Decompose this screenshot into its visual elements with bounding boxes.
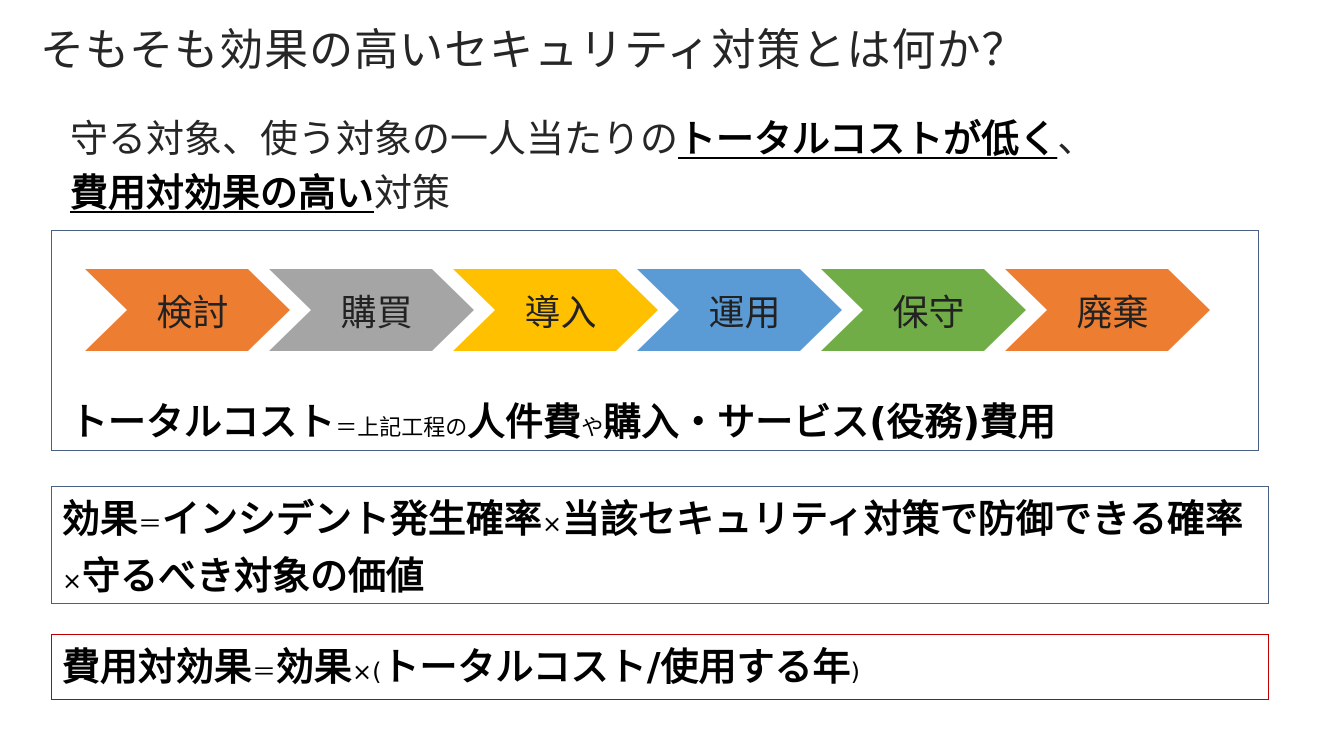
cost-effect-times: ×( <box>352 658 382 686</box>
chevron-fill <box>821 269 1026 351</box>
cost-effectiveness-definition: 費用対効果＝効果×(トータルコスト/使用する年) <box>62 641 860 698</box>
chevron-fill <box>1005 269 1210 351</box>
process-step: 廃棄 <box>1005 269 1210 351</box>
total-cost-item-labor: 人件費 <box>467 400 582 444</box>
process-step-label: 導入 <box>524 293 597 334</box>
process-step: 運用 <box>637 269 842 351</box>
cost-effect-term: 費用対効果 <box>62 645 253 689</box>
page-title: そもそも効果の高いセキュリティ対策とは何か？ <box>40 25 1027 76</box>
effect-times: × <box>62 567 83 595</box>
effect-times: × <box>542 510 563 538</box>
process-step-label: 保守 <box>892 293 965 334</box>
process-step: 保守 <box>821 269 1026 351</box>
chevron-shape <box>637 269 842 351</box>
subtitle-emphasis-high-effect: 費用対効果の高い <box>70 171 375 215</box>
subtitle-part3: 対策 <box>374 171 451 215</box>
cost-effect-factor-effect: 効果 <box>276 645 353 689</box>
total-cost-eq: ＝上記工程の <box>335 416 468 441</box>
subtitle-emphasis-low-cost: トータルコストが低く <box>678 117 1058 161</box>
chevron-shape <box>269 269 474 351</box>
chevron-shape <box>1005 269 1210 351</box>
process-step-label: 運用 <box>708 293 781 334</box>
process-step-label: 購買 <box>340 293 413 334</box>
total-cost-item-purchase: 購入・サービス(役務)費用 <box>603 400 1057 444</box>
process-step: 導入 <box>453 269 658 351</box>
effect-factor-defense: 当該セキュリティ対策で防御できる確率 <box>562 497 1244 541</box>
effect-term: 効果 <box>62 497 139 541</box>
process-box: 検討 購買 導入 運用 保守 廃棄 トータルコスト＝上記工程の人件費や購入・サー… <box>51 230 1259 451</box>
cost-effect-factor-total: トータルコスト/使用する年 <box>381 645 851 689</box>
process-chevrons: 検討 購買 導入 運用 保守 廃棄 <box>85 269 1215 351</box>
chevron-shape <box>85 269 290 351</box>
effect-factor-incident: インシデント発生確率 <box>162 497 543 541</box>
effect-box: 効果＝インシデント発生確率×当該セキュリティ対策で防御できる確率×守るべき対象の… <box>51 486 1269 604</box>
process-step-label: 廃棄 <box>1076 293 1149 334</box>
chevron-fill <box>85 269 290 351</box>
cost-effect-close: ) <box>850 658 861 686</box>
chevron-fill <box>453 269 658 351</box>
effect-eq: ＝ <box>138 510 163 538</box>
subtitle: 守る対象、使う対象の一人当たりのトータルコストが低く、費用対効果の高い対策 <box>70 112 1310 220</box>
chevron-fill <box>637 269 842 351</box>
effect-factor-value: 守るべき対象の価値 <box>82 554 425 598</box>
subtitle-part1: 守る対象、使う対象の一人当たりの <box>70 117 679 161</box>
process-step-label: 検討 <box>156 293 229 334</box>
cost-effect-eq: ＝ <box>252 658 277 686</box>
chevron-shape <box>821 269 1026 351</box>
process-step: 購買 <box>269 269 474 351</box>
subtitle-part2: 、 <box>1057 117 1096 161</box>
total-cost-ya: や <box>581 416 604 441</box>
chevron-shape <box>453 269 658 351</box>
total-cost-definition: トータルコスト＝上記工程の人件費や購入・サービス(役務)費用 <box>70 391 1056 446</box>
chevron-fill <box>269 269 474 351</box>
cost-effectiveness-box: 費用対効果＝効果×(トータルコスト/使用する年) <box>51 634 1269 700</box>
total-cost-term: トータルコスト <box>70 400 336 444</box>
process-step: 検討 <box>85 269 290 351</box>
effect-definition: 効果＝インシデント発生確率×当該セキュリティ対策で防御できる確率×守るべき対象の… <box>62 493 1252 607</box>
